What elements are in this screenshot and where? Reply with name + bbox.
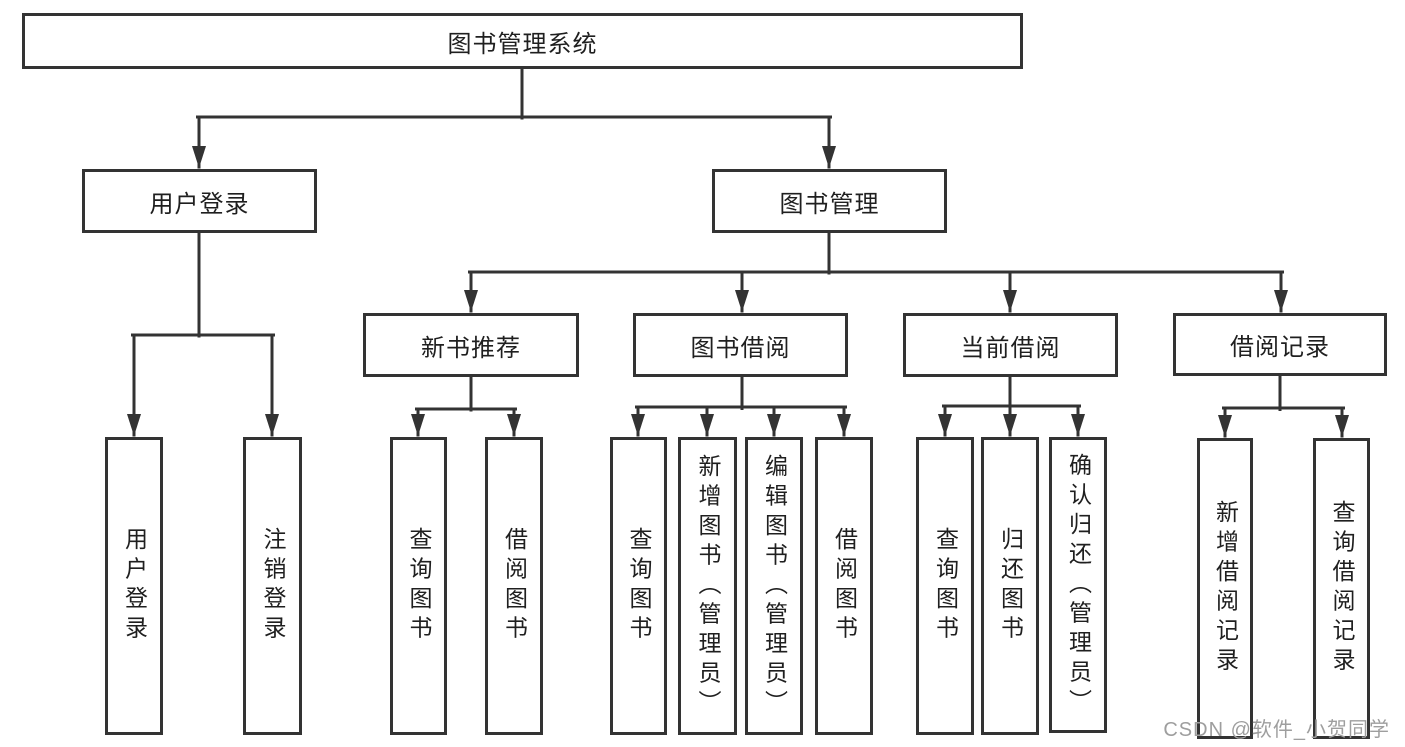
node-root-library-system: 图书管理系统 <box>22 13 1023 69</box>
node-new-book-recommend: 新书推荐 <box>363 313 579 377</box>
leaf-edit-book-admin: 编辑图书（管理员） <box>745 437 803 735</box>
leaf-query-borrow-record: 查询借阅记录 <box>1313 438 1370 739</box>
connector-user-login-children <box>127 231 279 437</box>
leaf-user-login: 用户登录 <box>105 437 163 735</box>
node-borrow-records: 借阅记录 <box>1173 313 1387 376</box>
leaf-query-books-current: 查询图书 <box>916 437 974 735</box>
leaf-query-books-recommend: 查询图书 <box>390 437 447 735</box>
connector-root-to-level2 <box>192 67 836 169</box>
leaf-query-books-borrow: 查询图书 <box>610 437 667 735</box>
leaf-borrow-books-recommend: 借阅图书 <box>485 437 543 735</box>
leaf-add-borrow-record: 新增借阅记录 <box>1197 438 1253 739</box>
connector-book-borrow-children <box>631 375 851 437</box>
connector-book-management-children <box>464 231 1288 313</box>
leaf-return-book: 归还图书 <box>981 437 1039 735</box>
leaf-logout: 注销登录 <box>243 437 302 735</box>
connector-borrow-record-children <box>1218 375 1349 438</box>
csdn-watermark: CSDN @软件_小贺同学 <box>1163 719 1390 741</box>
leaf-confirm-return-admin: 确认归还（管理员） <box>1049 437 1107 733</box>
node-current-borrow: 当前借阅 <box>903 313 1118 377</box>
node-book-management: 图书管理 <box>712 169 947 233</box>
leaf-borrow-books: 借阅图书 <box>815 437 873 735</box>
node-user-login: 用户登录 <box>82 169 317 233</box>
node-book-borrow: 图书借阅 <box>633 313 848 377</box>
leaf-add-book-admin: 新增图书（管理员） <box>678 437 737 735</box>
connector-new-book-children <box>411 375 521 437</box>
connector-current-borrow-children <box>938 375 1085 437</box>
